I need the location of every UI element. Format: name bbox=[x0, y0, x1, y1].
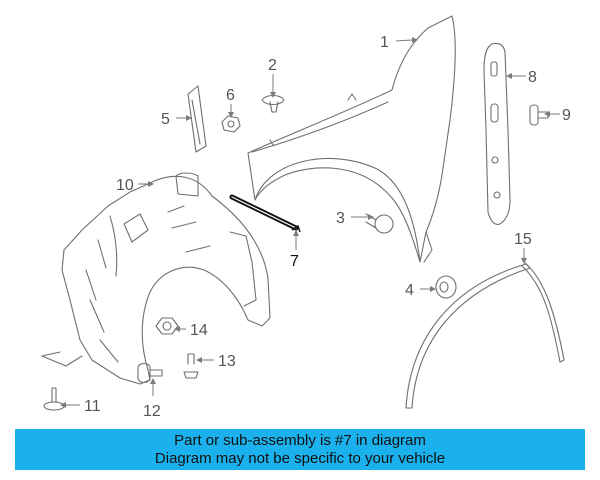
part-bolt-11[interactable] bbox=[43, 387, 65, 411]
banner-line-1: Part or sub-assembly is #7 in diagram bbox=[174, 432, 426, 449]
part-arch-molding[interactable] bbox=[405, 261, 565, 409]
callout-3: 3 bbox=[336, 210, 345, 227]
callout-4: 4 bbox=[405, 282, 414, 299]
callout-15: 15 bbox=[514, 231, 532, 248]
part-wheel-liner[interactable] bbox=[41, 172, 271, 385]
callout-12: 12 bbox=[143, 403, 161, 420]
part-pin-9[interactable] bbox=[529, 104, 549, 126]
callout-7: 7 bbox=[290, 253, 299, 270]
leader-lines bbox=[60, 37, 560, 408]
parts-diagram: 1 2 3 4 5 6 7 8 9 10 11 12 13 14 15 bbox=[41, 15, 571, 420]
part-seal-strip[interactable] bbox=[229, 194, 301, 233]
part-cap-4[interactable] bbox=[435, 275, 457, 299]
part-clip-2[interactable] bbox=[261, 94, 285, 113]
part-fender[interactable] bbox=[247, 15, 456, 263]
callout-1: 1 bbox=[380, 34, 389, 51]
part-nut-14[interactable] bbox=[155, 317, 179, 335]
part-clip-13[interactable] bbox=[183, 353, 199, 379]
banner-line-2: Diagram may not be specific to your vehi… bbox=[154, 450, 446, 467]
part-screw-12[interactable] bbox=[137, 362, 163, 384]
callout-2: 2 bbox=[268, 57, 277, 74]
callout-5: 5 bbox=[161, 111, 170, 128]
callout-11: 11 bbox=[84, 398, 101, 415]
part-bracket[interactable] bbox=[483, 42, 511, 225]
callout-6: 6 bbox=[226, 87, 235, 104]
info-banner: Part or sub-assembly is #7 in diagram Di… bbox=[15, 429, 585, 470]
callout-8: 8 bbox=[528, 69, 537, 86]
part-trim-plate[interactable] bbox=[187, 85, 207, 153]
callout-13: 13 bbox=[218, 353, 236, 370]
callout-14: 14 bbox=[190, 322, 208, 339]
part-nut-6[interactable] bbox=[221, 115, 241, 133]
callout-9: 9 bbox=[562, 107, 571, 124]
callout-10: 10 bbox=[116, 177, 134, 194]
